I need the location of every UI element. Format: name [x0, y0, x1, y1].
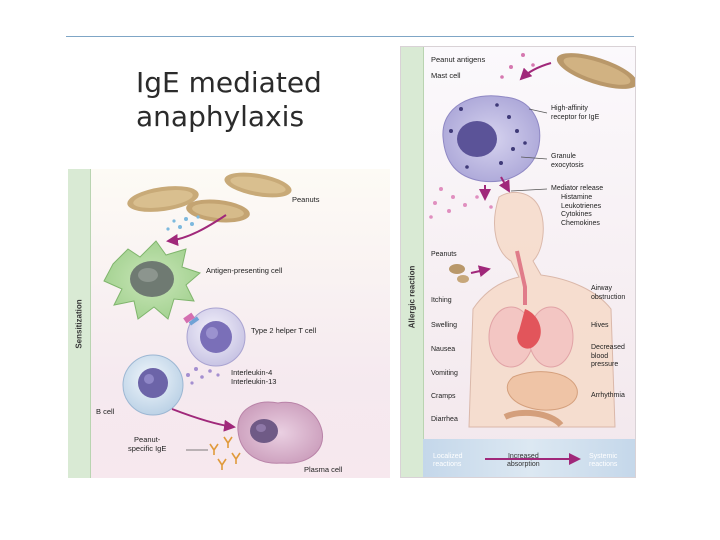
- label-peanuts: Peanuts: [292, 195, 320, 204]
- symptom-bp-line-1: Decreased: [591, 344, 625, 351]
- symptom-itching: Itching: [431, 297, 452, 304]
- label-peanut-specific-ige: Peanut- specific IgE: [128, 435, 166, 453]
- b-cell-shape: [122, 354, 184, 416]
- label-interleukin-4: Interleukin-4: [231, 368, 273, 377]
- interleukin-dots: [186, 367, 220, 385]
- label-increased-line-2: absorption: [507, 461, 540, 468]
- arrow-peanut-to-apc: [166, 214, 227, 246]
- symptom-arrhythmia: Arrhythmia: [591, 392, 625, 399]
- label-granule-line-2: exocytosis: [551, 161, 584, 169]
- peanut-shape-1: [127, 186, 199, 212]
- label-mediator-release: Mediator release: [551, 185, 604, 192]
- peanut-eaten-icon: [449, 264, 491, 283]
- released-granules: [429, 187, 493, 219]
- mediator-histamine: Histamine: [561, 194, 593, 201]
- symptom-airway-obstruction: Airway obstruction: [591, 285, 625, 302]
- mediator-list: Histamine Leukotrienes Cytokines Chemoki…: [561, 194, 601, 228]
- label-high-affinity-receptor: High-affinity receptor for IgE: [551, 105, 599, 122]
- label-plasma-cell: Plasma cell: [304, 465, 343, 474]
- peanut-shape-top: [556, 53, 635, 89]
- symptom-decreased-blood-pressure: Decreased blood pressure: [591, 344, 625, 370]
- label-b-cell: B cell: [96, 407, 115, 416]
- label-antigen-presenting-cell: Antigen-presenting cell: [206, 266, 283, 275]
- mediator-leukotrienes: Leukotrienes: [561, 202, 602, 210]
- label-peanuts-eaten: Peanuts: [431, 251, 457, 258]
- label-type2-helper-t-cell: Type 2 helper T cell: [251, 326, 317, 335]
- label-granule-exocytosis: Granule exocytosis: [551, 153, 584, 170]
- sensitization-side-band: [68, 169, 91, 478]
- label-peanut-antigens: Peanut antigens: [431, 55, 486, 64]
- allergic-illustration: [423, 53, 635, 477]
- arrow-degranulation-2: [498, 176, 510, 193]
- arrow-antigen-to-mast-cell: [519, 62, 552, 81]
- label-ige-line-2: specific IgE: [128, 444, 167, 453]
- label-mast-cell: Mast cell: [431, 71, 461, 80]
- apc-t-cell-synapse: [183, 312, 200, 326]
- label-localized-reactions: Localized reactions: [433, 453, 463, 469]
- label-receptor-line-1: High-affinity: [551, 105, 588, 112]
- symptom-diarrhea: Diarrhea: [431, 416, 458, 423]
- mast-cell-shape: [442, 95, 541, 183]
- label-ige-line-1: Peanut-: [134, 435, 161, 444]
- sensitization-illustration: [103, 172, 324, 470]
- symptom-hives: Hives: [591, 322, 609, 329]
- mediator-cytokines: Cytokines: [561, 211, 592, 218]
- allergic-reaction-panel: Allergic reaction: [400, 46, 636, 478]
- label-systemic-line-2: reactions: [589, 461, 618, 468]
- symptom-cramps: Cramps: [431, 393, 456, 400]
- antigen-presenting-cell-shape: [103, 240, 201, 320]
- label-systemic-line-1: Systemic: [589, 453, 618, 460]
- label-increased-absorption: Increased absorption: [507, 453, 540, 469]
- symptom-swelling: Swelling: [431, 322, 458, 329]
- label-increased-line-1: Increased: [507, 453, 539, 460]
- label-localized-line-1: Localized: [433, 453, 463, 460]
- label-receptor-line-2: receptor for IgE: [551, 113, 600, 121]
- sensitization-panel: Sensitization: [68, 169, 390, 478]
- peanut-shape-3: [186, 199, 250, 223]
- allergic-side-band: [401, 47, 424, 477]
- peanut-shape-2: [224, 172, 292, 198]
- plasma-cell-shape: [237, 401, 324, 464]
- antigen-dots-top: [500, 53, 535, 79]
- peanut-antigen-dots: [166, 215, 200, 231]
- slide-title-line-2: anaphylaxis: [136, 100, 305, 133]
- arrow-b-cell-to-plasma: [171, 408, 236, 432]
- human-body-illustration: [468, 191, 616, 428]
- label-systemic-reactions: Systemic reactions: [589, 453, 617, 469]
- mediator-chemokines: Chemokines: [561, 219, 600, 227]
- ige-antibody-icons: [209, 436, 241, 470]
- helper-t-cell-shape: [186, 307, 246, 367]
- symptom-vomiting: Vomiting: [431, 370, 458, 377]
- symptom-nausea: Nausea: [431, 346, 456, 353]
- label-granule-line-1: Granule: [551, 153, 576, 160]
- title-rule: [66, 36, 634, 37]
- symptom-airway-line-2: obstruction: [591, 293, 626, 301]
- label-localized-line-2: reactions: [433, 461, 462, 468]
- slide-title: IgE mediated anaphylaxis: [136, 66, 376, 134]
- slide-title-line-1: IgE mediated: [136, 66, 322, 99]
- symptom-bp-line-3: pressure: [591, 361, 619, 368]
- symptom-airway-line-1: Airway: [591, 285, 613, 292]
- symptom-bp-line-2: blood: [591, 352, 609, 360]
- label-interleukin-13: Interleukin-13: [231, 377, 277, 386]
- label-leader-lines: [510, 108, 548, 192]
